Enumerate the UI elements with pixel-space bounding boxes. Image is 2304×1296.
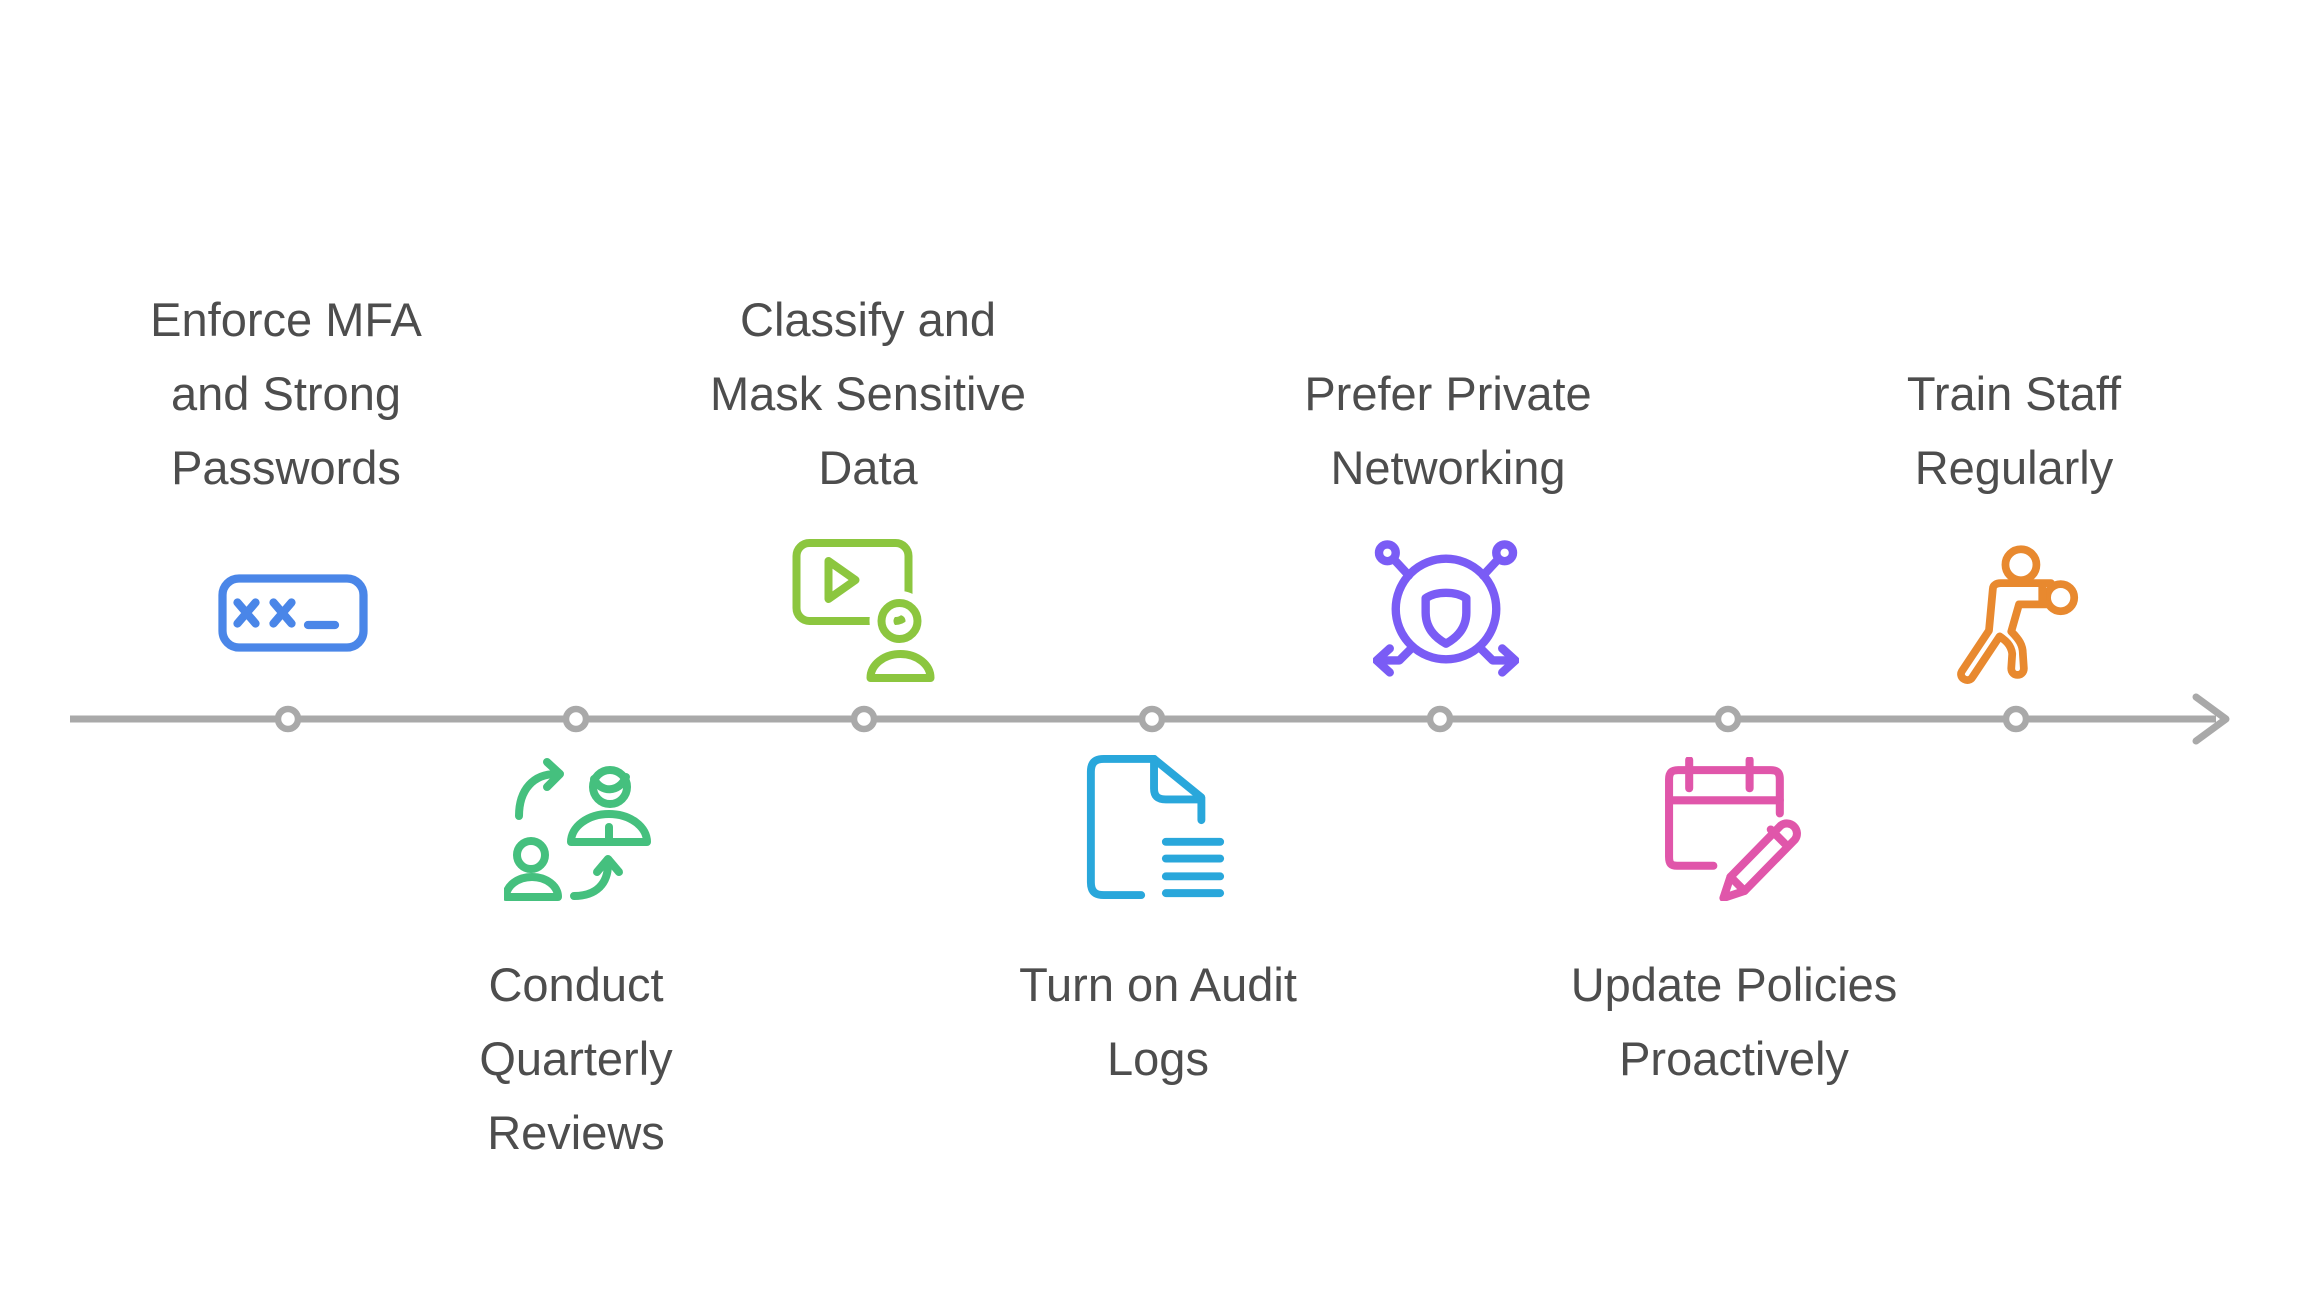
item-label-update-policies: Update Policies Proactively [1570,958,1898,1085]
video-presenter-icon [792,539,938,684]
item-label-train-staff: Train Staff Regularly [1906,367,2122,494]
password-field-icon [218,574,368,652]
item-label-quarterly-reviews: Conduct Quarterly Reviews [479,958,673,1159]
item-label-classify-mask: Classify and Mask Sensitive Data [709,293,1027,494]
timeline-arrowhead-icon [2192,693,2230,745]
item-label-private-networking: Prefer Private Networking [1304,367,1592,494]
timeline-node [2002,705,2030,733]
training-staff-icon [1957,544,2081,690]
calendar-edit-icon [1661,757,1807,901]
timeline-node [1714,705,1742,733]
item-label-enforce-mfa: Enforce MFA and Strong Passwords [150,293,422,494]
timeline-node [562,705,590,733]
timeline-axis [70,693,2230,745]
item-label-audit-logs: Turn on Audit Logs [1019,958,1297,1085]
timeline-node [274,705,302,733]
timeline-node [1426,705,1454,733]
shield-network-icon [1373,538,1519,680]
timeline-node [850,705,878,733]
timeline-node [1138,705,1166,733]
audit-document-icon [1082,755,1230,903]
people-exchange-icon [504,750,656,902]
